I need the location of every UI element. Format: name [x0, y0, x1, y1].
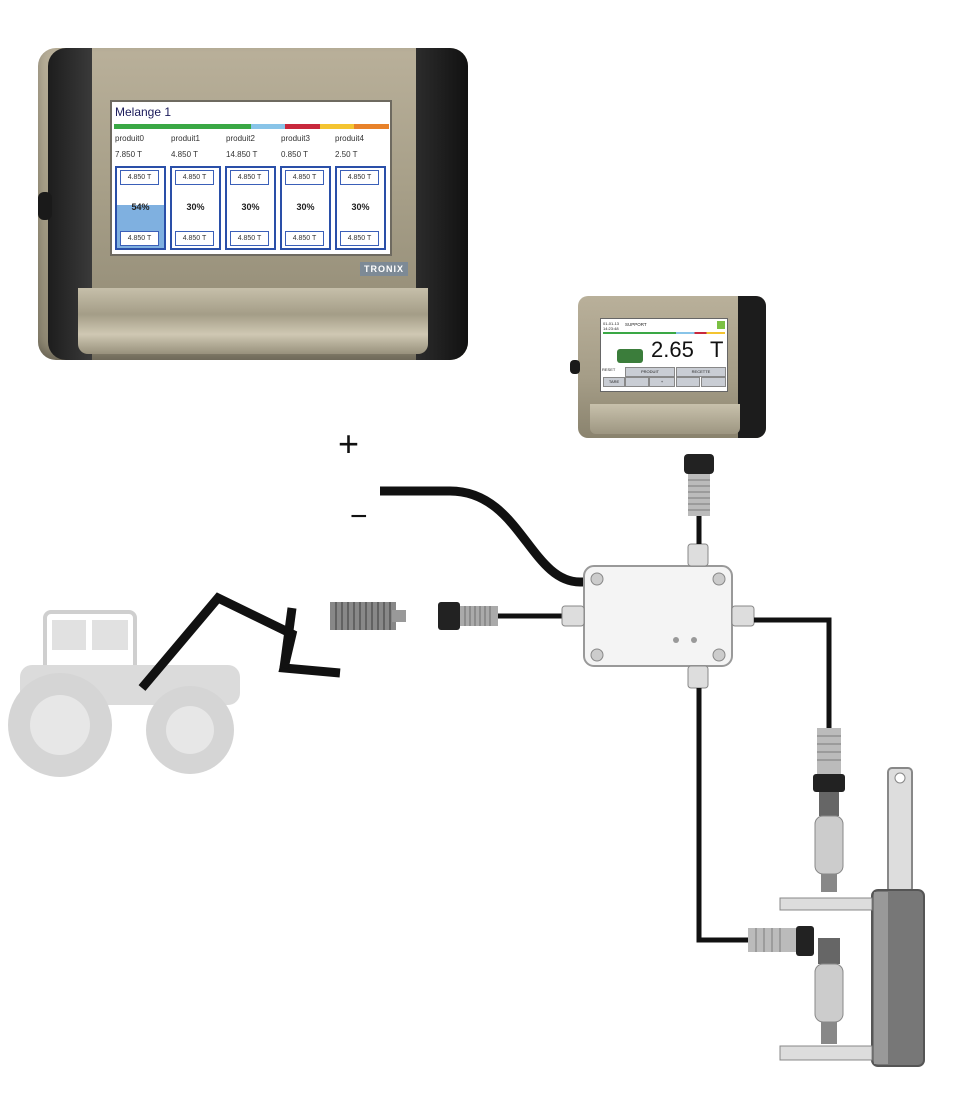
pressure-sensor-cable-1: [754, 617, 832, 728]
pressure-sensor-cable-2: [696, 688, 748, 943]
color-bar-segment: [216, 124, 252, 129]
recette-button[interactable]: RECETTE: [676, 367, 726, 377]
product-percent: 54%: [131, 202, 150, 212]
terminal-bottom-panel: [78, 288, 428, 354]
weight-unit: T: [709, 337, 724, 362]
small-terminal-screen: 01-01-13 14:23:48 SUPPORT 2.65 T RESET P…: [600, 318, 728, 392]
product-target: 4.850 T: [285, 170, 324, 185]
tare-button[interactable]: TARE: [603, 377, 625, 387]
product-target: 4.850 T: [175, 170, 214, 185]
pressure-sensor-1: [813, 728, 845, 892]
junction-box: [561, 543, 755, 689]
power-minus-symbol: −: [350, 500, 368, 533]
color-bar-segment: [353, 124, 389, 129]
product-name: produit3: [281, 134, 310, 143]
plus-button[interactable]: +: [649, 377, 675, 387]
product-card[interactable]: 4.850 T 30% 4.850 T: [335, 166, 386, 250]
mode-label: SUPPORT: [625, 322, 647, 327]
product-total: 0.850 T: [281, 150, 308, 159]
date-time: 01-01-13 14:23:48: [603, 321, 619, 331]
product-percent: 30%: [186, 202, 205, 212]
product-loaded: 4.850 T: [340, 231, 379, 246]
terminal-right-cap: [738, 296, 766, 438]
product-card[interactable]: 4.850 T 30% 4.850 T: [225, 166, 276, 250]
terminal-bottom-panel: [590, 404, 740, 434]
product-card[interactable]: 4.850 T 30% 4.850 T: [280, 166, 331, 250]
tractor-icon: [617, 349, 643, 363]
product-loaded: 4.850 T: [285, 231, 324, 246]
product-loaded: 4.850 T: [120, 231, 159, 246]
product-target: 4.850 T: [230, 170, 269, 185]
screen-title: Melange 1: [115, 105, 172, 119]
product-name: produit4: [335, 134, 364, 143]
mount-knob: [38, 192, 52, 220]
sensor-connector: [438, 602, 498, 630]
product-total: 7.850 T: [115, 150, 142, 159]
large-weighing-terminal: Melange 1 produit0 produit1 produit2 pro…: [38, 40, 468, 360]
product-name: produit1: [171, 134, 200, 143]
product-loaded: 4.850 T: [175, 231, 214, 246]
blank-button[interactable]: [676, 377, 700, 387]
product-card[interactable]: 4.850 T 30% 4.850 T: [170, 166, 221, 250]
color-bar-segment: [148, 124, 184, 129]
color-bar-segment: [251, 124, 286, 129]
date-text: 01-01-13: [603, 321, 620, 326]
pressure-sensor-2: [748, 926, 844, 1044]
product-name: produit0: [115, 134, 144, 143]
large-terminal-screen: Melange 1 produit0 produit1 produit2 pro…: [110, 100, 392, 256]
time-text: 14:23:48: [603, 326, 619, 331]
reset-label: RESET: [602, 367, 616, 372]
power-cable: [380, 486, 590, 587]
produit-button[interactable]: PRODUIT: [625, 367, 675, 377]
product-total: 4.850 T: [171, 150, 198, 159]
loader-bucket: [279, 607, 297, 669]
terminal-connector: [684, 454, 714, 516]
mount-knob: [570, 360, 580, 374]
product-percent: 30%: [296, 202, 315, 212]
hydraulic-cylinder: [779, 767, 925, 1067]
color-bar-segment: [182, 124, 218, 129]
product-percent: 30%: [351, 202, 370, 212]
weight-readout: 2.65 T: [651, 337, 723, 363]
small-weighing-terminal: 01-01-13 14:23:48 SUPPORT 2.65 T RESET P…: [570, 296, 766, 438]
blank-button[interactable]: [625, 377, 649, 387]
product-loaded: 4.850 T: [230, 231, 269, 246]
status-indicator: [717, 321, 725, 329]
color-bar-segment: [319, 124, 355, 129]
color-bar-segment: [114, 124, 149, 129]
product-target: 4.850 T: [120, 170, 159, 185]
weight-value: 2.65: [651, 337, 694, 362]
product-card[interactable]: 4.850 T 54% 4.850 T: [115, 166, 166, 250]
product-percent: 30%: [241, 202, 260, 212]
proximity-sensor: [330, 602, 406, 630]
product-name: produit2: [226, 134, 255, 143]
blank-button[interactable]: [701, 377, 726, 387]
brand-logo: TRONIX: [360, 262, 408, 276]
product-target: 4.850 T: [340, 170, 379, 185]
product-color-bar: [603, 332, 725, 334]
product-total: 14.850 T: [226, 150, 258, 159]
product-total: 2.50 T: [335, 150, 358, 159]
power-plus-symbol: +: [338, 423, 360, 464]
color-bar-segment: [285, 124, 321, 129]
tractor-illustration: [8, 610, 240, 777]
